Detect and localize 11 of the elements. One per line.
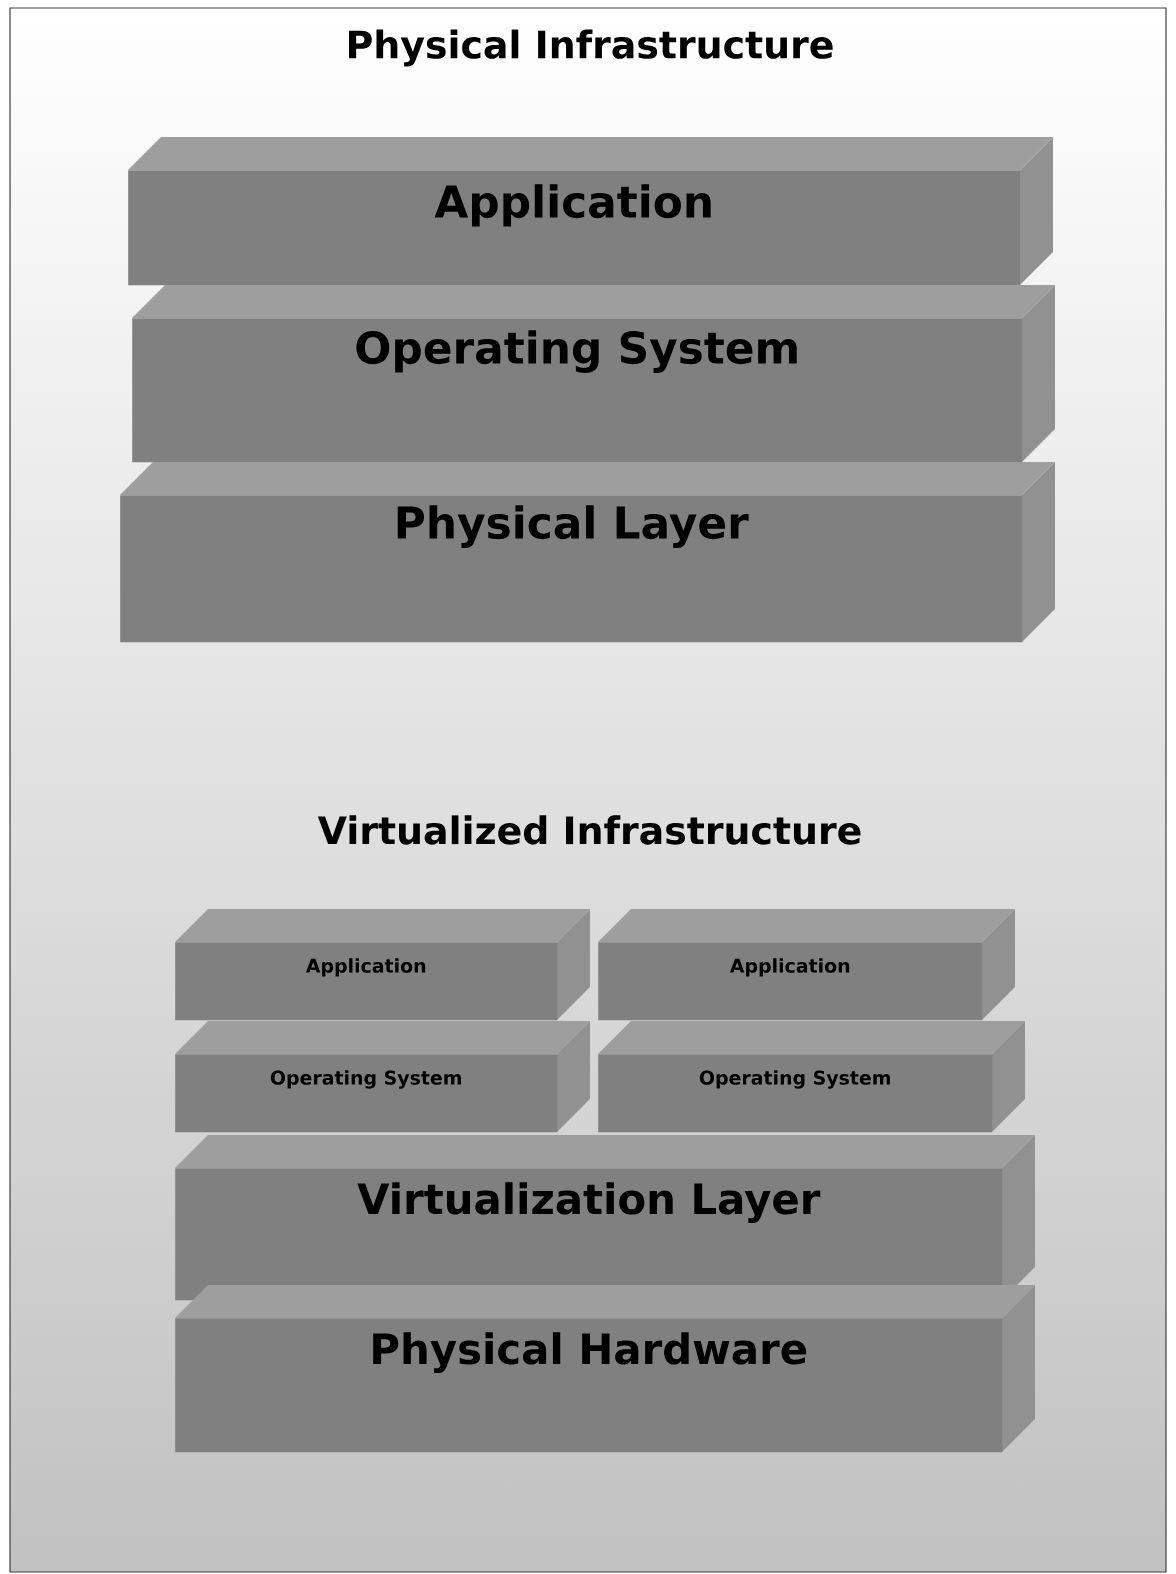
layer-block: Physical Hardware: [175, 1285, 1035, 1453]
layer-block: Application: [175, 909, 590, 1021]
layer-block: Operating System: [175, 1021, 590, 1133]
layer-block: Physical Layer: [120, 462, 1055, 643]
section-heading: Physical Infrastructure: [349, 29, 833, 67]
layer-block: Virtualization Layer: [175, 1135, 1035, 1301]
layer-block: Operating System: [132, 285, 1055, 463]
layer-block: Application: [128, 137, 1053, 286]
layer-block: Application: [598, 909, 1015, 1021]
layer-block: Operating System: [598, 1021, 1025, 1133]
section-heading: Virtualized Infrastructure: [317, 815, 861, 845]
